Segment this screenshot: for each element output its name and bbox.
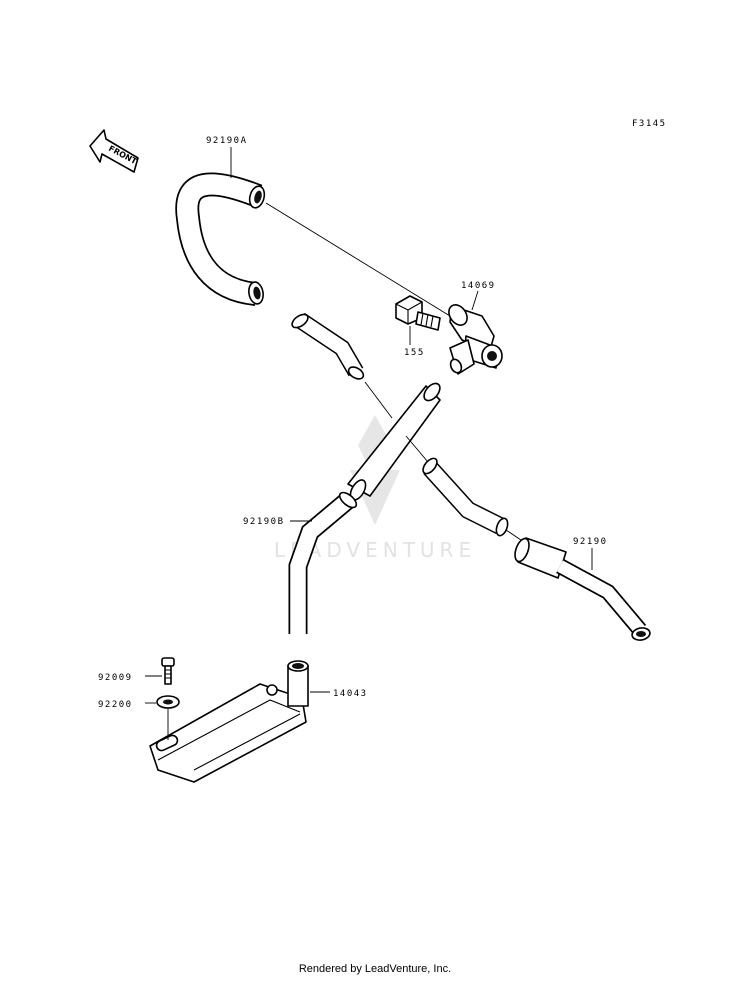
hose-92190a (175, 172, 266, 306)
hose-92190b (288, 491, 358, 634)
bolt-92009 (161, 657, 175, 685)
hose-short-upper (291, 312, 365, 380)
assembly-line-upper (265, 202, 451, 317)
figure-code: F3145 (632, 119, 667, 129)
hose-short-right (422, 457, 509, 537)
label-92009: 92009 (98, 673, 133, 683)
footer-credit: Rendered by LeadVenture, Inc. (298, 963, 452, 975)
label-92190a: 92190A (206, 136, 248, 146)
label-155: 155 (404, 348, 425, 358)
label-14069: 14069 (461, 281, 496, 291)
label-92190: 92190 (573, 537, 608, 547)
reed-valve-14043 (149, 660, 309, 783)
tube-center (347, 382, 441, 501)
label-92190b: 92190B (243, 517, 285, 527)
washer-92200 (156, 695, 180, 709)
hose-92190 (514, 537, 651, 641)
assembly-line-mid (364, 381, 393, 419)
front-arrow-icon: FRONT (89, 129, 139, 173)
label-92200: 92200 (98, 700, 133, 710)
leader-14069 (471, 290, 479, 311)
bolt-155 (395, 295, 441, 331)
assembly-line-right (405, 435, 429, 463)
label-14043: 14043 (333, 689, 368, 699)
joint-14069 (448, 304, 503, 375)
